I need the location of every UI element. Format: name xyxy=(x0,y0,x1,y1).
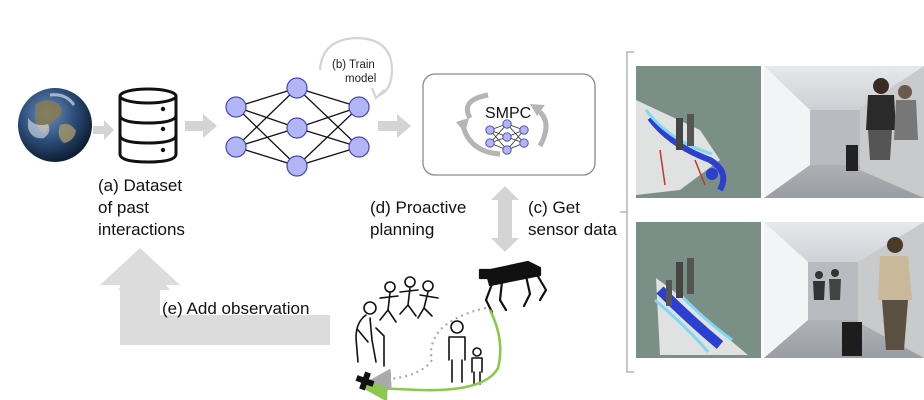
neuron xyxy=(286,117,308,139)
earth-globe-icon xyxy=(18,88,92,162)
predicted-path-dotted xyxy=(369,306,487,391)
arrow-network-to-smpc xyxy=(378,114,411,138)
train-loop-arrow xyxy=(318,36,394,98)
costmap-view-top xyxy=(636,66,761,198)
dataset-label-line2: of past xyxy=(98,198,150,217)
bidirectional-arrow-smpc-robot xyxy=(491,186,519,252)
goal-cross-icon xyxy=(355,371,375,391)
train-label-line1: (b) Train xyxy=(332,59,375,71)
database-cylinder-icon xyxy=(118,87,178,164)
neuron xyxy=(286,77,308,99)
pedestrian-group-icon xyxy=(355,276,483,385)
neuron xyxy=(225,96,247,118)
arrow-earth-to-database xyxy=(93,120,114,140)
smpc-box xyxy=(422,73,596,176)
neuron xyxy=(225,136,247,158)
proactive-label-line1: (d) Proactive xyxy=(370,198,467,217)
neuron xyxy=(348,96,370,118)
dataset-label-line1: (a) Dataset xyxy=(98,176,183,195)
sensor-label-line2: sensor data xyxy=(528,220,617,239)
sensor-label-line1: (c) Get xyxy=(528,198,580,217)
smpc-label: SMPC xyxy=(485,105,532,122)
planned-path-green xyxy=(361,309,502,400)
camera-view-bottom xyxy=(764,222,924,358)
arrow-database-to-network xyxy=(185,114,217,138)
proactive-label-line2: planning xyxy=(370,220,435,239)
camera-view-top xyxy=(764,66,924,198)
image-bracket xyxy=(620,51,634,373)
neuron xyxy=(348,136,370,158)
neuron xyxy=(286,155,308,177)
add-observation-label: (e) Add observation xyxy=(162,299,310,318)
neural-network-icon xyxy=(225,77,370,177)
quadruped-robot-icon xyxy=(478,260,548,314)
dataset-label-line3: interactions xyxy=(98,220,185,239)
costmap-view-bottom xyxy=(636,222,761,358)
train-label-line2: model xyxy=(345,73,377,85)
